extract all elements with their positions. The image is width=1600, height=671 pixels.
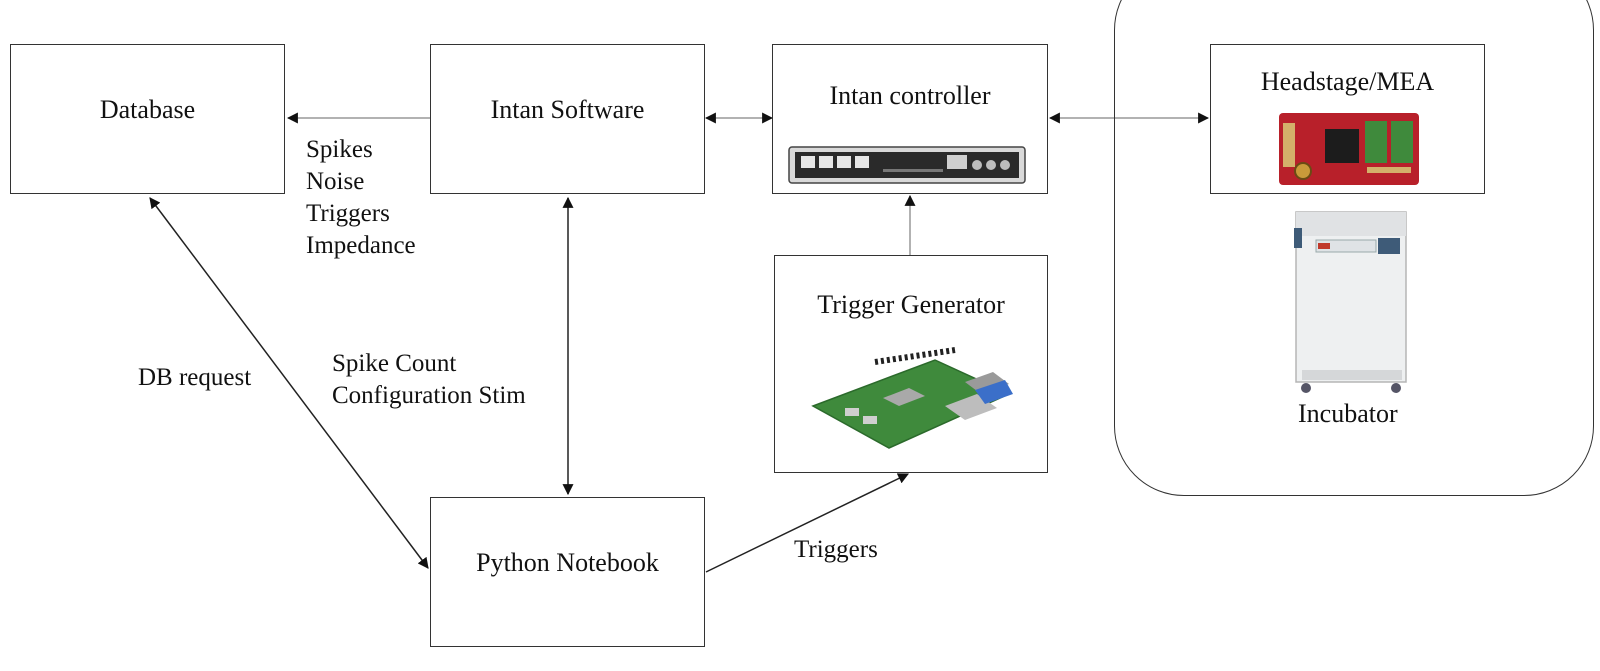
arrow-database-notebook [149,197,429,569]
incubator-label: Incubator [1298,399,1398,428]
edge-label-triggers: Triggers [306,200,390,227]
headstage-node: Headstage/MEA [1210,44,1485,194]
raspberry-pi-board-image [811,347,1013,449]
intan-software-label: Intan Software [490,95,645,124]
edge-label-configuration-stim: Configuration Stim [332,382,526,409]
incubator-image [1294,211,1407,393]
db-request-label: DB request [138,364,252,391]
intan-software-node: Intan Software [430,44,705,194]
software-to-database-label: Spikes Noise Triggers Impedance [306,134,416,262]
trigger-generator-label: Trigger Generator [817,290,1005,319]
edge-label-spike-count: Spike Count [332,350,457,377]
database-label: Database [99,95,196,124]
edge-label-noise: Noise [306,168,365,195]
headstage-board-image [1279,113,1419,185]
notebook-to-generator-label: Triggers [794,536,878,563]
intan-controller-device-image [788,146,1026,184]
intan-controller-label: Intan controller [829,81,991,110]
intan-controller-node: Intan controller [772,44,1048,194]
database-node: Database [10,44,285,194]
edge-label-spikes: Spikes [306,136,373,163]
software-notebook-label: Spike Count Configuration Stim [332,348,526,412]
headstage-label: Headstage/MEA [1260,67,1435,96]
edge-label-impedance: Impedance [306,232,416,259]
arrow-notebook-to-generator [705,473,909,573]
python-notebook-node: Python Notebook [430,497,705,647]
incubator-enclosure [1114,0,1594,496]
trigger-generator-node: Trigger Generator [774,255,1048,473]
python-notebook-label: Python Notebook [476,548,659,577]
